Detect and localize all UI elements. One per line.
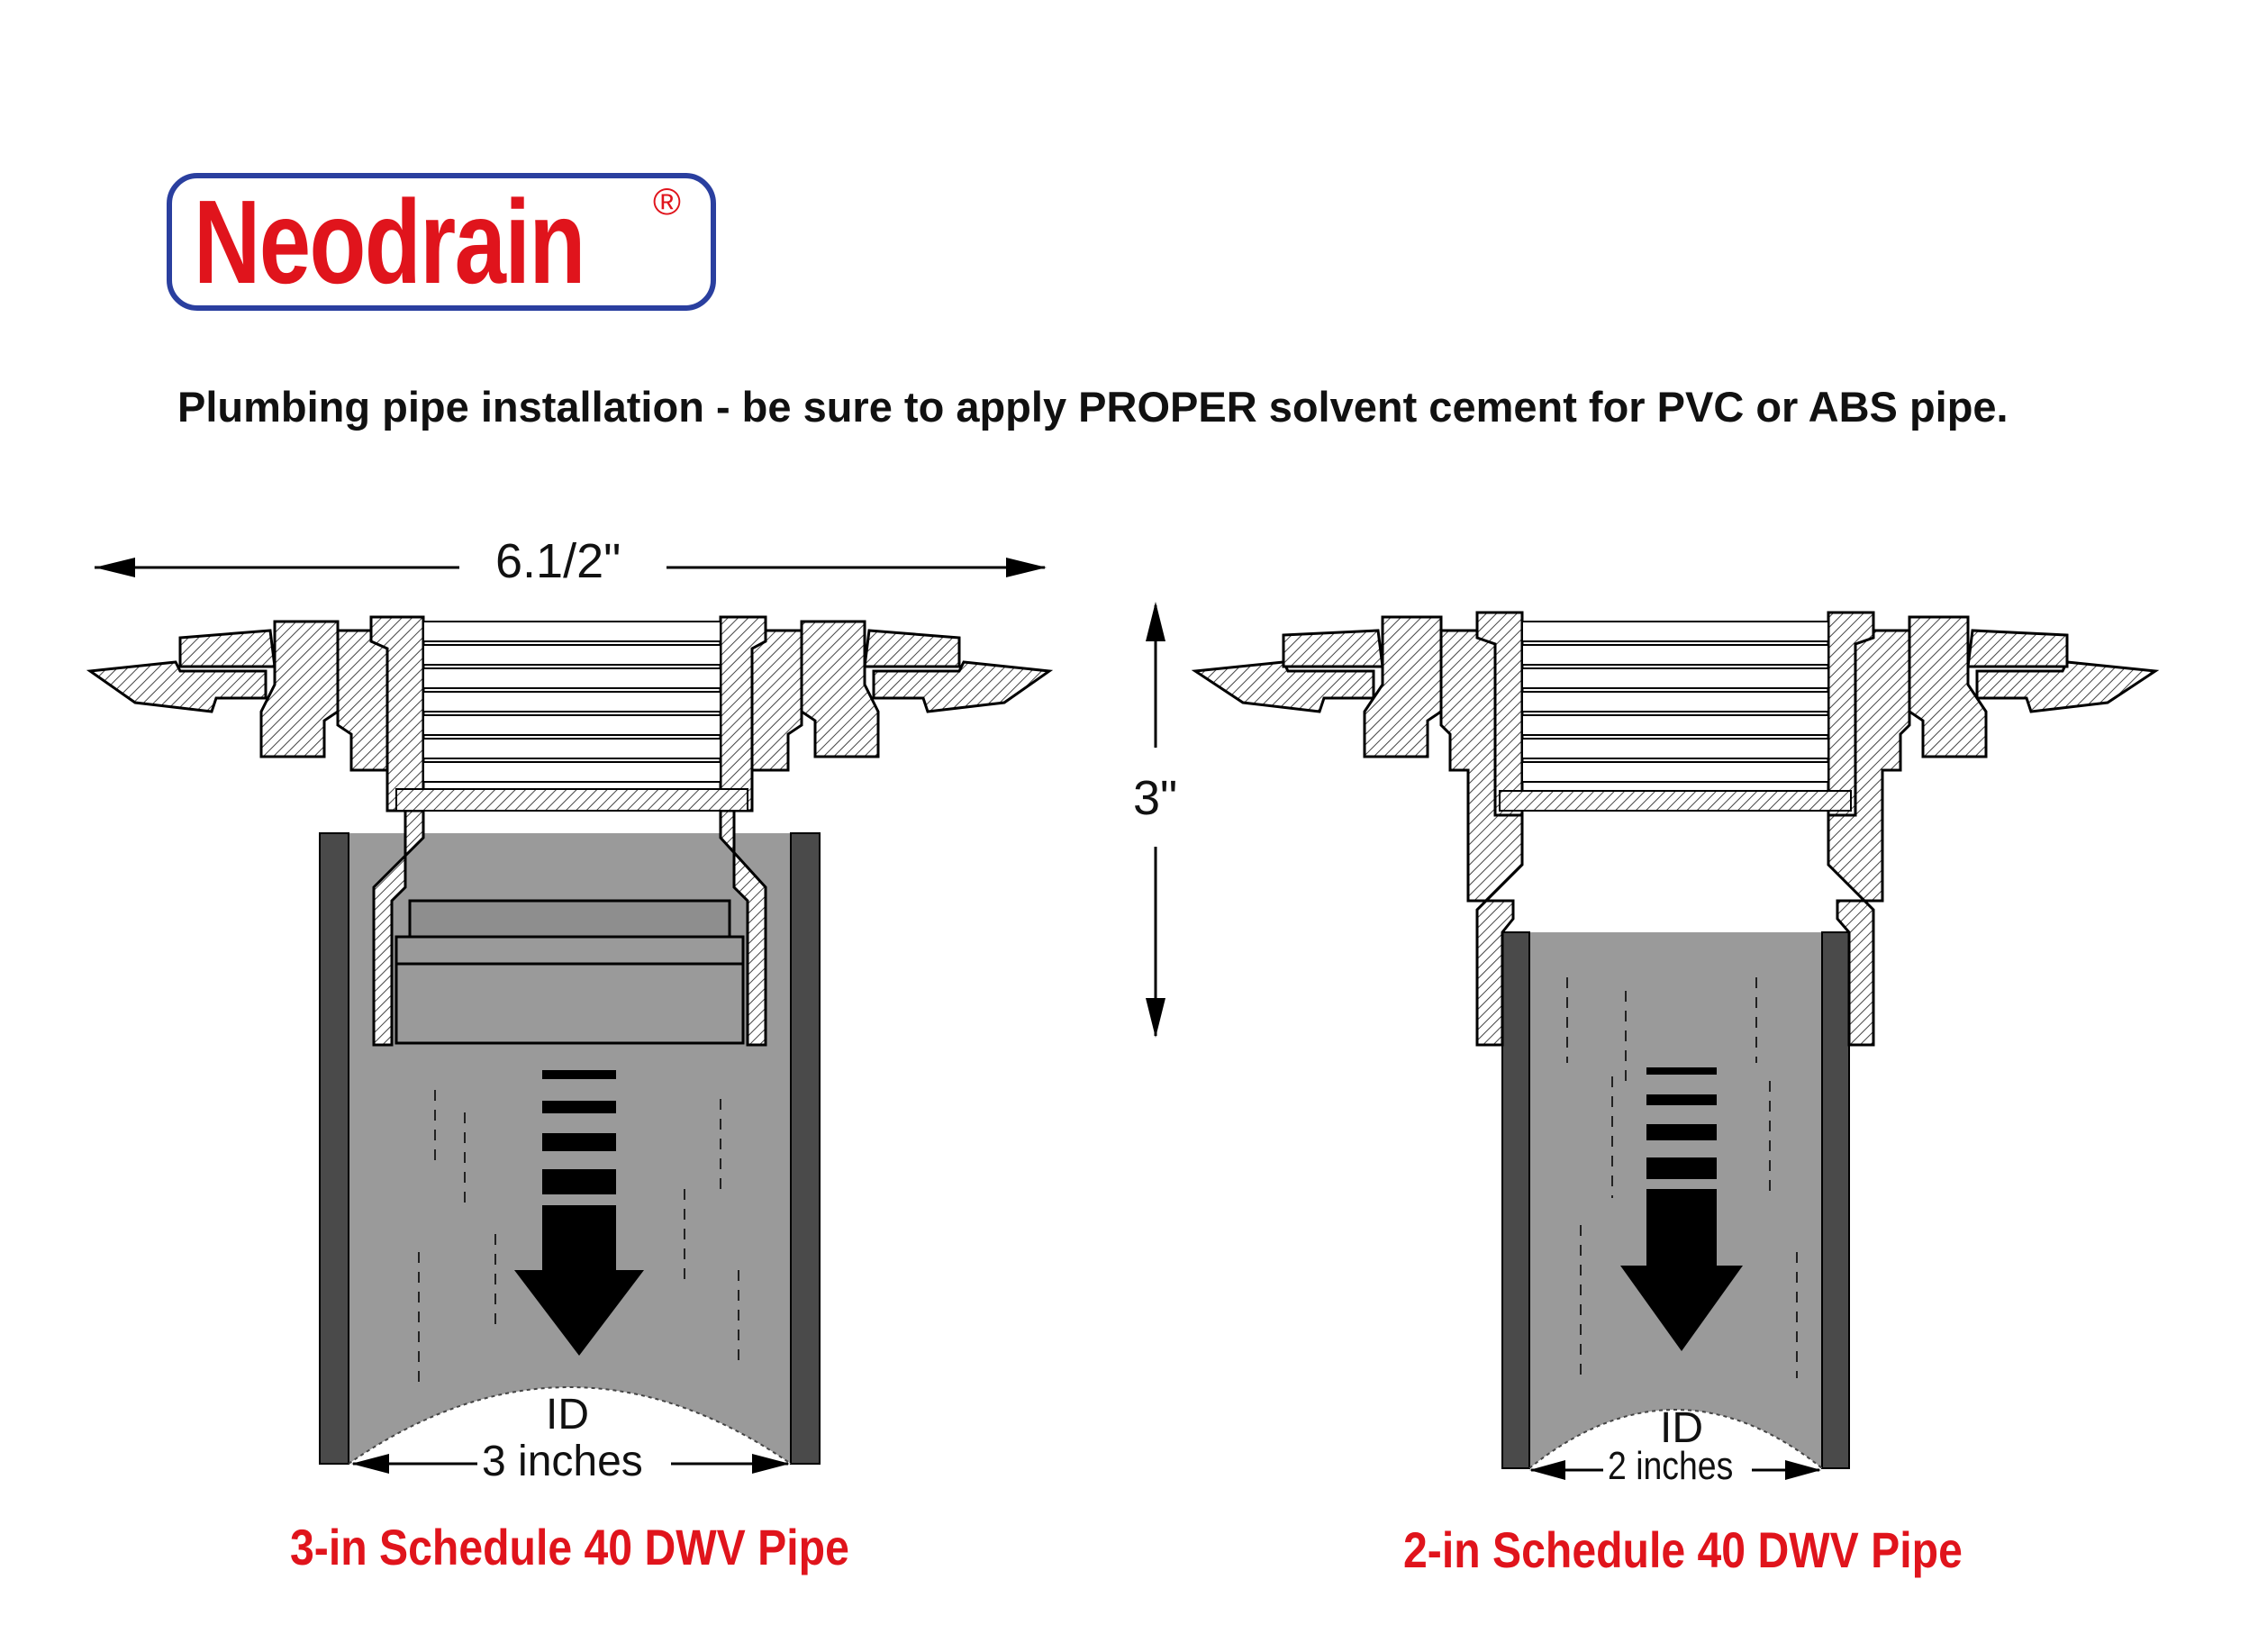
right-id-label: ID — [1660, 1404, 1703, 1452]
width-dimension-line — [95, 558, 1047, 577]
left-id-dimension — [351, 1454, 790, 1474]
right-id-dimension — [1529, 1460, 1821, 1480]
right-pipe-caption: 2-in Schedule 40 DWV Pipe — [1403, 1521, 1963, 1578]
right-pipe — [1501, 931, 1850, 1469]
left-id-size: 3 inches — [482, 1438, 643, 1485]
height-dimension-line — [1146, 602, 1165, 1038]
brand-logo: Neodrain — [194, 176, 585, 308]
left-pipe-caption: 3-in Schedule 40 DWV Pipe — [290, 1519, 849, 1575]
registered-mark: ® — [653, 180, 681, 222]
right-id-size: 2 inches — [1608, 1444, 1734, 1488]
logo-frame — [167, 173, 716, 311]
headline: Plumbing pipe installation - be sure to … — [177, 383, 2009, 431]
left-strainer — [395, 621, 748, 812]
width-dimension-label: 6.1/2" — [495, 534, 621, 588]
left-drain-body — [86, 615, 1054, 1047]
right-drain-body — [1191, 611, 2160, 1047]
left-id-label: ID — [546, 1391, 589, 1439]
height-dimension-label: 3" — [1133, 771, 1178, 825]
right-drain-assembly — [1191, 611, 2160, 1469]
right-strainer — [1499, 621, 1852, 812]
left-adapter — [394, 899, 745, 1045]
left-drain-assembly — [86, 615, 1054, 1465]
